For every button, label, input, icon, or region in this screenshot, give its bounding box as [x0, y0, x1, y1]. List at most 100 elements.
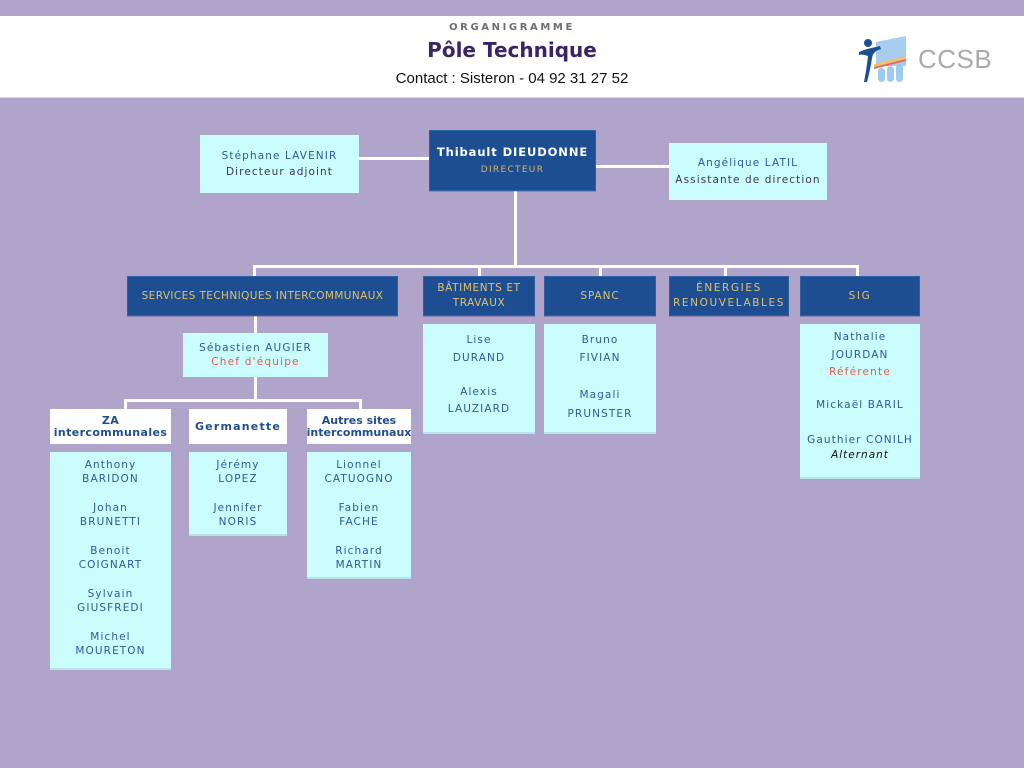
member: Jennifer NORIS [213, 501, 262, 529]
member-first-name: Johan [93, 502, 128, 514]
member: Nathalie JOURDAN Référente [829, 328, 891, 380]
deputy-role: Directeur adjoint [225, 166, 334, 178]
assistant-box: Angélique LATIL Assistante de direction [669, 143, 827, 200]
connector-drop-autres [359, 399, 362, 409]
department-label: BÂTIMENTS ET [437, 282, 521, 294]
member-full-name: Mickaël BARIL [816, 399, 904, 411]
member: Magali PRUNSTER [568, 386, 633, 424]
member: Fabien FACHE [339, 501, 380, 529]
ccsb-logo: CCSB [858, 36, 998, 84]
assistant-role: Assistante de direction [675, 173, 821, 186]
member-first-name: Richard [335, 545, 383, 557]
director-role: DIRECTEUR [480, 165, 545, 175]
connector-drop-energies [724, 265, 727, 276]
connector-drop-za [124, 399, 127, 409]
member-first-name: Jennifer [213, 502, 263, 514]
department-label: RENOUVELABLES [673, 297, 785, 309]
department-services-techniques: SERVICES TECHNIQUES INTERCOMMUNAUX [127, 276, 398, 316]
member-first-name: Bruno [581, 334, 619, 346]
member-last-name: GIUSFREDI [77, 602, 144, 614]
site-label: intercommunaux [306, 425, 412, 439]
member: Michel MOURETON [75, 630, 145, 658]
logo-text: CCSB [918, 44, 993, 74]
member-last-name: FACHE [339, 516, 379, 528]
member-last-name: CATUOGNO [324, 473, 394, 485]
member: Lise DURAND [453, 331, 505, 367]
department-label: TRAVAUX [452, 297, 506, 309]
member-last-name: COIGNART [78, 559, 143, 571]
connector-deputy [359, 157, 430, 160]
director-name: Thibault DIEUDONNE [436, 145, 589, 159]
assistant-name: Angélique LATIL [697, 156, 799, 169]
connector-assistant [596, 165, 670, 168]
site-germanette: Germanette [189, 409, 287, 444]
member-first-name: Alexis [460, 386, 498, 398]
member: Lionnel CATUOGNO [324, 458, 393, 486]
team-lead-role: Chef d'équipe [211, 356, 300, 368]
member: Alexis LAUZIARD [448, 384, 510, 418]
member-role: Référente [828, 366, 892, 378]
member: Gauthier CONILH Alternant [807, 432, 913, 462]
member-first-name: Lise [466, 334, 492, 346]
department-label: SERVICES TECHNIQUES INTERCOMMUNAUX [141, 289, 384, 302]
site-label: Germanette [194, 419, 282, 433]
member-last-name: BARIDON [82, 473, 139, 485]
department-energies-renouvelables: ÉNERGIES RENOUVELABLES [669, 276, 789, 316]
connector-departments-bar [253, 265, 859, 268]
member-last-name: FIVIAN [579, 352, 621, 364]
member-first-name: Fabien [338, 502, 380, 514]
member-first-name: Benoit [90, 545, 131, 557]
member-first-name: Magali [579, 389, 621, 401]
member-last-name: LOPEZ [218, 473, 258, 485]
member: Bruno FIVIAN [579, 331, 620, 367]
site-label: intercommunales [53, 425, 168, 439]
department-spanc-members: Bruno FIVIAN Magali PRUNSTER [544, 324, 656, 434]
member-last-name: MARTIN [335, 559, 383, 571]
department-batiments-travaux: BÂTIMENTS ET TRAVAUX [423, 276, 535, 316]
team-lead-name: Sébastien AUGIER [199, 342, 312, 354]
site-za-members: Anthony BARIDON Johan BRUNETTI Benoit CO… [50, 452, 171, 670]
department-batiments-members: Lise DURAND Alexis LAUZIARD [423, 324, 535, 434]
member-first-name: Anthony [84, 459, 137, 471]
site-label: ZA [101, 413, 120, 427]
member-last-name: MOURETON [75, 645, 146, 657]
connector-drop-batiments [478, 265, 481, 276]
member: Richard MARTIN [335, 544, 383, 572]
connector-director-down [514, 191, 517, 267]
site-autres-sites-members: Lionnel CATUOGNO Fabien FACHE Richard MA… [307, 452, 411, 579]
department-sig-members: Nathalie JOURDAN Référente Mickaël BARIL… [800, 324, 920, 479]
connector-drop-sig [856, 265, 859, 276]
department-sig: SIG [800, 276, 920, 316]
header-kicker: ORGANIGRAMME [449, 22, 575, 33]
site-za-intercommunales: ZA intercommunales [50, 409, 171, 444]
member-last-name: BRUNETTI [79, 516, 142, 528]
member-last-name: NORIS [218, 516, 258, 528]
member: Anthony BARIDON [82, 458, 139, 486]
team-lead-box: Sébastien AUGIER Chef d'équipe [183, 333, 328, 377]
connector-drop-spanc [599, 265, 602, 276]
member: Benoit COIGNART [79, 544, 143, 572]
department-label: SIG [848, 289, 872, 302]
member-first-name: Sylvain [87, 588, 134, 600]
member-full-name: Gauthier CONILH [807, 434, 913, 446]
member-last-name: PRUNSTER [567, 408, 633, 420]
page-header: ORGANIGRAMME Pôle Technique Contact : Si… [0, 16, 1024, 98]
site-germanette-members: Jérémy LOPEZ Jennifer NORIS [189, 452, 287, 536]
member-first-name: Lionnel [336, 459, 382, 471]
member-last-name: LAUZIARD [447, 403, 511, 415]
member-role: Alternant [831, 449, 889, 461]
connector-sites-bar [124, 399, 362, 402]
member: Johan BRUNETTI [80, 501, 141, 529]
site-autres-sites: Autres sites intercommunaux [307, 409, 411, 444]
department-label: ÉNERGIES [696, 282, 762, 294]
member: Mickaël BARIL [816, 396, 904, 414]
member: Sylvain GIUSFREDI [77, 587, 144, 615]
member-first-name: Nathalie [833, 331, 887, 343]
member-first-name: Jérémy [216, 459, 260, 471]
deputy-name: Stéphane LAVENIR [221, 150, 338, 162]
director-box: Thibault DIEUDONNE DIRECTEUR [429, 130, 596, 191]
site-label: Autres sites [321, 413, 397, 427]
member-first-name: Michel [90, 631, 131, 643]
member-last-name: JOURDAN [831, 349, 889, 361]
ccsb-logo-icon [859, 36, 906, 82]
